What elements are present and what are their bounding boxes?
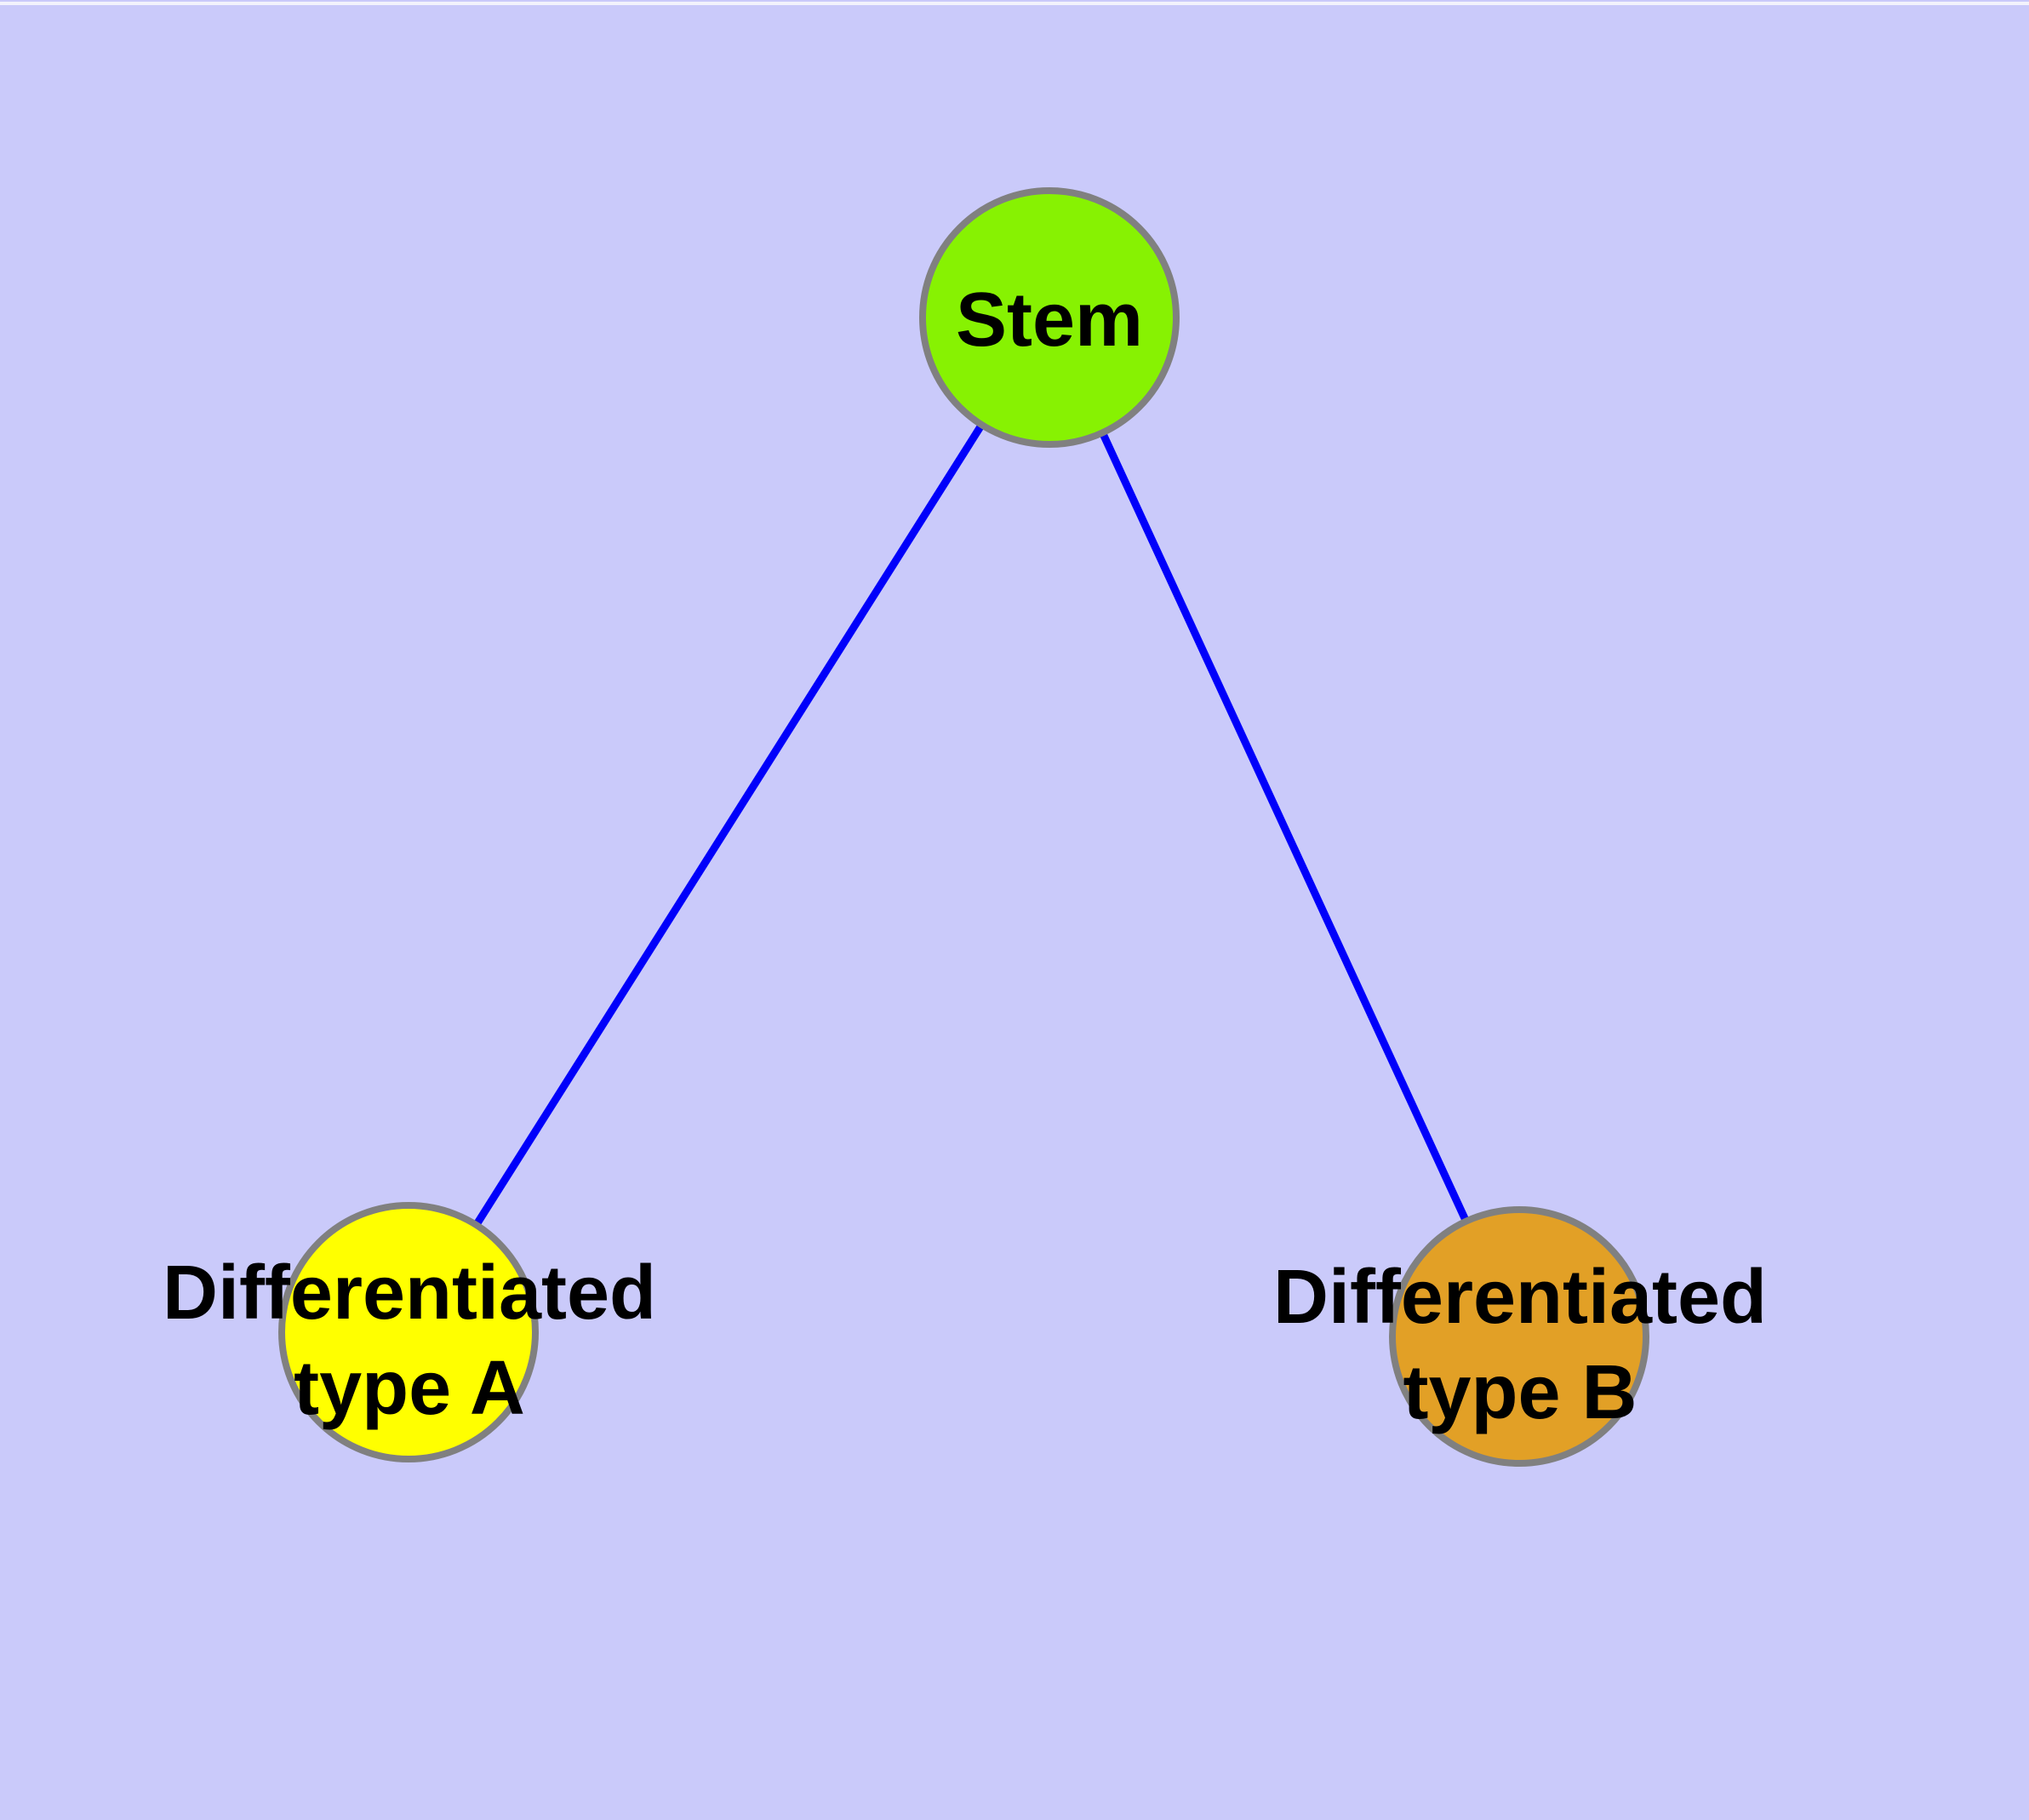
edge-stem-to-type-b [1045, 316, 1523, 1338]
node-differentiated-type-b [1389, 1206, 1649, 1467]
node-type-a-label-line1: Differentiated [163, 1251, 656, 1336]
node-stem [919, 187, 1180, 448]
node-type-a-label-line2: type A [294, 1346, 525, 1431]
edge-stem-to-type-a [405, 315, 1053, 1335]
node-differentiated-type-a [278, 1202, 539, 1462]
node-type-b-label-line2: type B [1403, 1350, 1637, 1435]
node-stem-label: Stem [956, 278, 1143, 363]
node-type-b-label-line1: Differentiated [1273, 1255, 1767, 1340]
top-edge-highlight [0, 2, 2029, 5]
